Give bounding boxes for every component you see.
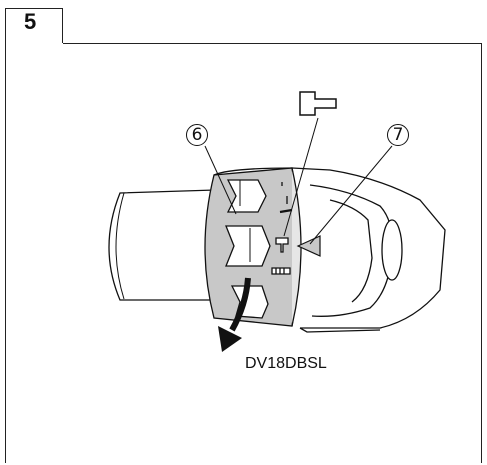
leader-line-hammer [283, 117, 319, 237]
mode-collar [204, 167, 302, 327]
figure-frame [5, 43, 482, 463]
leader-line-6 [204, 145, 237, 215]
step-box [5, 8, 63, 43]
callout-6: 6 [186, 124, 208, 146]
drill-body [291, 167, 446, 333]
leader-line-7 [309, 145, 393, 245]
model-label: DV18DBSL [245, 355, 327, 372]
figure-frame-top-rule [63, 43, 482, 44]
triangle-pointer-icon [296, 235, 321, 257]
rotate-down-arrow-icon [218, 277, 251, 352]
step-number: 5 [24, 9, 37, 34]
hammer-icon [299, 91, 337, 116]
callout-7: 7 [387, 124, 409, 146]
chuck [108, 189, 216, 301]
